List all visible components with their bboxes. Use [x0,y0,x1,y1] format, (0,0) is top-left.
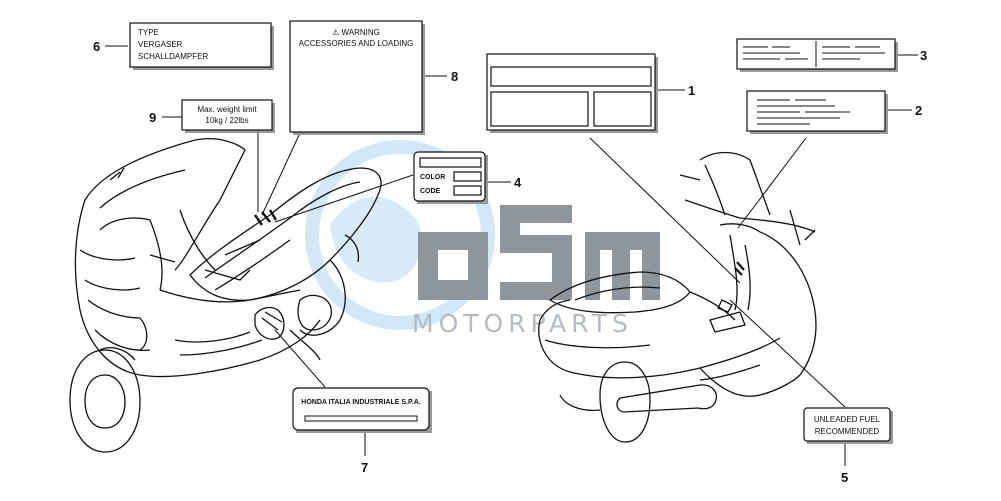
label-8-warning: ⚠ WARNING [332,28,380,37]
watermark-continents [330,196,423,283]
callout-6: 6 [93,39,100,54]
callout-numbers: 1 2 3 4 5 6 7 8 9 [93,39,927,485]
callout-1: 1 [688,83,695,98]
callout-9: 9 [149,110,156,125]
label-1-plate [486,53,658,133]
scooter-right-illustration [538,151,817,443]
label-4-plate: COLOR CODE [413,151,488,204]
label-4-code-text: CODE [420,188,441,195]
label-6-line-3: SCHALLDAMPFER [138,52,208,61]
callout-4: 4 [514,175,522,190]
label-6-line-2: VERGASER [138,40,183,49]
watermark-logo: MOTORPARTS [305,140,660,338]
leader-lines [105,45,918,466]
label-8-plate: ⚠ WARNING ACCESSORIES AND LOADING [289,20,425,135]
label-8-subtitle: ACCESSORIES AND LOADING [299,39,414,48]
label-4-color-text: COLOR [420,174,445,181]
label-9-plate: Max. weight limit 10kg / 22lbs [181,99,275,133]
label-7-text: HONDA ITALIA INDUSTRIALE S.P.A. [301,399,420,406]
callout-8: 8 [451,69,458,84]
callout-5: 5 [841,470,848,485]
label-6-line-1: TYPE [138,28,159,37]
watermark-letters [418,205,660,300]
label-7-plate: HONDA ITALIA INDUSTRIALE S.P.A. [292,387,432,433]
label-6-plate: TYPE VERGASER SCHALLDAMPFER [129,22,274,70]
label-9-line-2: 10kg / 22lbs [205,116,248,125]
scooter-left-illustration [69,138,382,453]
watermark-subtext: MOTORPARTS [412,309,633,338]
callout-2: 2 [915,103,922,118]
callout-3: 3 [920,48,927,63]
label-9-line-1: Max. weight limit [197,105,257,114]
callout-7: 7 [361,460,368,475]
label-5-line-1: UNLEADED FUEL [814,415,881,424]
label-3-plate [736,38,898,72]
label-5-line-2: RECOMMENDED [815,427,880,436]
label-5-plate: UNLEADED FUEL RECOMMENDED [803,407,893,444]
label-2-plate [746,90,888,134]
